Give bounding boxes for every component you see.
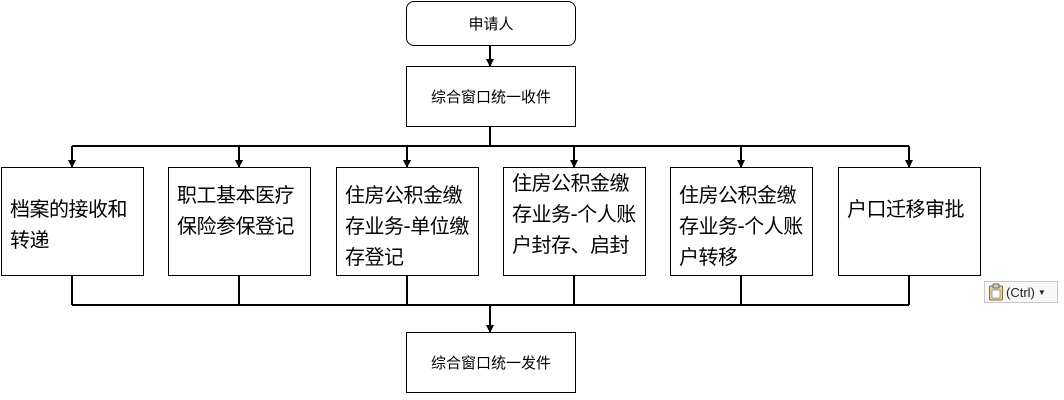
branch-label-household-migration: 户口迁移审批	[847, 197, 965, 221]
branch-node-archive: 档案的接收和转递	[1, 167, 144, 276]
branch-label-housing-fund-transfer: 住房公积金缴存业务-个人账户转移	[679, 183, 803, 269]
branch-label-archive: 档案的接收和转递	[10, 197, 128, 252]
dropdown-caret-icon: ▼	[1037, 287, 1046, 297]
branch-label-housing-fund-unit: 住房公积金缴存业务-单位缴存登记	[345, 183, 469, 269]
applicant-label: 申请人	[468, 15, 514, 33]
paste-options-label: (Ctrl)	[1006, 284, 1035, 300]
receive-label: 综合窗口统一收件	[430, 88, 551, 106]
issue-label: 综合窗口统一发件	[430, 354, 551, 372]
paste-options-button[interactable]: (Ctrl) ▼	[984, 281, 1058, 303]
branch-node-medical-insurance: 职工基本医疗保险参保登记	[168, 167, 311, 276]
issue-node: 综合窗口统一发件	[406, 332, 576, 393]
branch-node-household-migration: 户口迁移审批	[838, 167, 981, 276]
branch-node-housing-fund-unit: 住房公积金缴存业务-单位缴存登记	[336, 167, 479, 276]
receive-node: 综合窗口统一收件	[406, 66, 576, 127]
branch-node-housing-fund-transfer: 住房公积金缴存业务-个人账户转移	[670, 167, 813, 276]
branch-label-housing-fund-seal: 住房公积金缴存业务-个人账户封存、启封	[512, 171, 636, 257]
clipboard-icon	[989, 283, 1003, 301]
branch-label-medical-insurance: 职工基本医疗保险参保登记	[177, 183, 295, 238]
branch-node-housing-fund-seal: 住房公积金缴存业务-个人账户封存、启封	[503, 167, 646, 276]
applicant-node: 申请人	[406, 1, 576, 46]
